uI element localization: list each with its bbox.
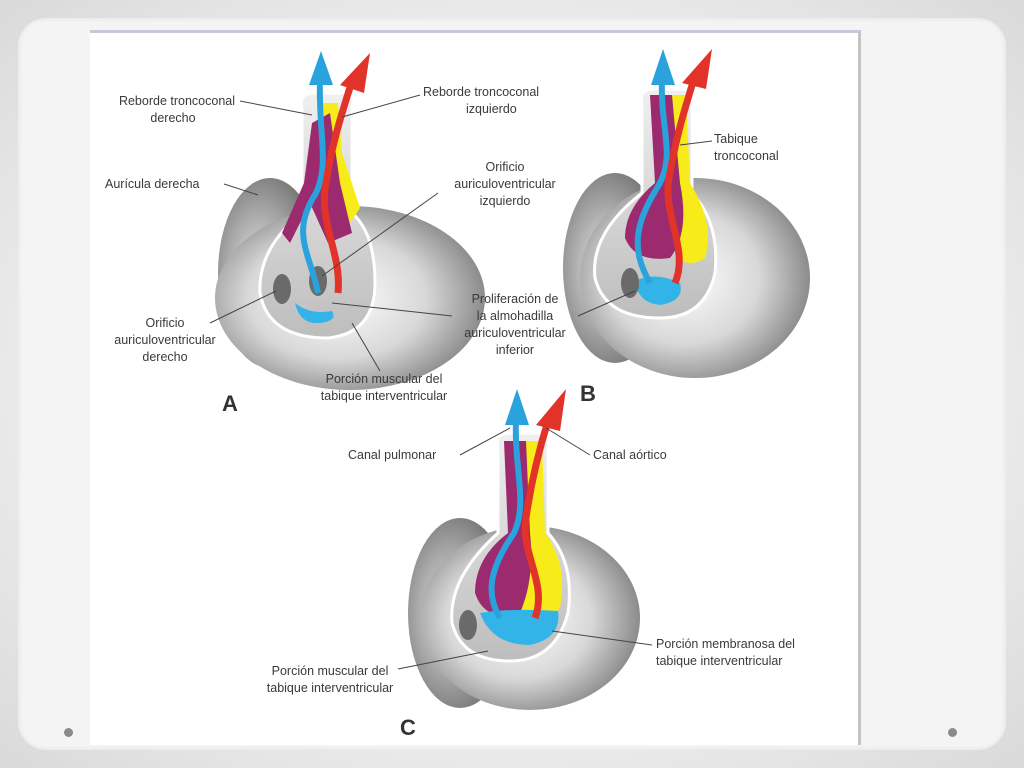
label-porcion-muscular-a-2: tabique interventricular bbox=[321, 389, 447, 403]
label-porcion-muscular-a-1: Porción muscular del bbox=[326, 372, 443, 386]
red-arrow-b bbox=[664, 77, 698, 285]
label-auricula: Aurícula derecha bbox=[105, 177, 200, 191]
panel-c: Canal pulmonar Canal aórtico Porción mem… bbox=[267, 389, 795, 740]
label-orificio-izq-1: Orificio bbox=[486, 160, 525, 174]
label-orificio-der-2: auriculoventricular bbox=[114, 333, 215, 347]
panel-a: Reborde troncoconal derecho Reborde tron… bbox=[105, 51, 556, 416]
leader-orificio-izq bbox=[321, 192, 439, 277]
cushion-a bbox=[295, 303, 334, 324]
label-porcion-membranosa-2: tabique interventricular bbox=[656, 654, 782, 668]
label-reborde-izquierdo-2: izquierdo bbox=[466, 102, 517, 116]
leader-canal-pulmonar bbox=[459, 427, 511, 456]
label-orificio-izq-2: auriculoventricular bbox=[454, 177, 555, 191]
label-porcion-muscular-c-2: tabique interventricular bbox=[267, 681, 393, 695]
red-arrowhead-b bbox=[682, 49, 712, 89]
leader-porcion-muscular-c bbox=[397, 650, 489, 670]
label-proliferacion-2: la almohadilla bbox=[477, 309, 553, 323]
label-reborde-derecho-2: derecho bbox=[150, 111, 195, 125]
label-porcion-membranosa-1: Porción membranosa del bbox=[656, 637, 795, 651]
label-tabique-troncoconal-2: troncoconal bbox=[714, 149, 779, 163]
panel-label-c: C bbox=[400, 715, 416, 740]
label-porcion-muscular-c-1: Porción muscular del bbox=[272, 664, 389, 678]
heart-septation-figure: Reborde troncoconal derecho Reborde tron… bbox=[90, 30, 861, 745]
leader-proliferacion-b bbox=[577, 290, 636, 317]
leader-orificio-der bbox=[209, 290, 277, 324]
cushion-b bbox=[635, 276, 681, 305]
label-proliferacion-1: Proliferación de bbox=[472, 292, 559, 306]
label-orificio-der-1: Orificio bbox=[146, 316, 185, 330]
leader-reborde-izquierdo bbox=[341, 94, 421, 118]
label-orificio-der-3: derecho bbox=[142, 350, 187, 364]
blue-arrow-c bbox=[488, 420, 524, 620]
right-av-orifice-a bbox=[273, 274, 291, 304]
bullet-dot-left bbox=[64, 728, 73, 737]
label-reborde-izquierdo-1: Reborde troncoconal bbox=[423, 85, 539, 99]
blue-arrowhead-b bbox=[651, 49, 675, 85]
red-arrow-a bbox=[320, 79, 356, 294]
av-orifice-c bbox=[459, 610, 477, 640]
label-canal-pulmonar: Canal pulmonar bbox=[348, 448, 436, 462]
leader-canal-aortico bbox=[545, 427, 591, 456]
blue-arrow-b bbox=[634, 77, 670, 285]
label-orificio-izq-3: izquierdo bbox=[480, 194, 531, 208]
red-arrow-c bbox=[521, 419, 552, 620]
left-av-orifice-b bbox=[621, 268, 639, 298]
label-proliferacion-4: inferior bbox=[496, 343, 534, 357]
red-arrowhead-a bbox=[340, 53, 370, 93]
diagram-svg: Reborde troncoconal derecho Reborde tron… bbox=[105, 49, 810, 740]
leader-tabique-troncoconal bbox=[679, 140, 713, 146]
blue-arrow-a bbox=[300, 77, 326, 294]
leader-proliferacion-a bbox=[331, 302, 453, 317]
panel-label-a: A bbox=[222, 391, 238, 416]
leader-auricula bbox=[223, 183, 259, 196]
leader-reborde-derecho bbox=[239, 100, 313, 116]
panel-label-b: B bbox=[580, 381, 596, 406]
label-proliferacion-3: auriculoventricular bbox=[464, 326, 565, 340]
leader-porcion-membranosa bbox=[551, 630, 653, 646]
blue-arrowhead-c bbox=[505, 389, 529, 425]
leader-porcion-muscular-a bbox=[351, 322, 381, 372]
label-reborde-derecho-1: Reborde troncoconal bbox=[119, 94, 235, 108]
blue-arrowhead-a bbox=[309, 51, 333, 85]
panel-b: Tabique troncoconal Proliferación de la … bbox=[331, 49, 810, 406]
label-canal-aortico: Canal aórtico bbox=[593, 448, 667, 462]
red-arrowhead-c bbox=[536, 389, 566, 431]
membranous-septum-c bbox=[480, 609, 559, 645]
bullet-dot-right bbox=[948, 728, 957, 737]
label-tabique-troncoconal-1: Tabique bbox=[714, 132, 758, 146]
